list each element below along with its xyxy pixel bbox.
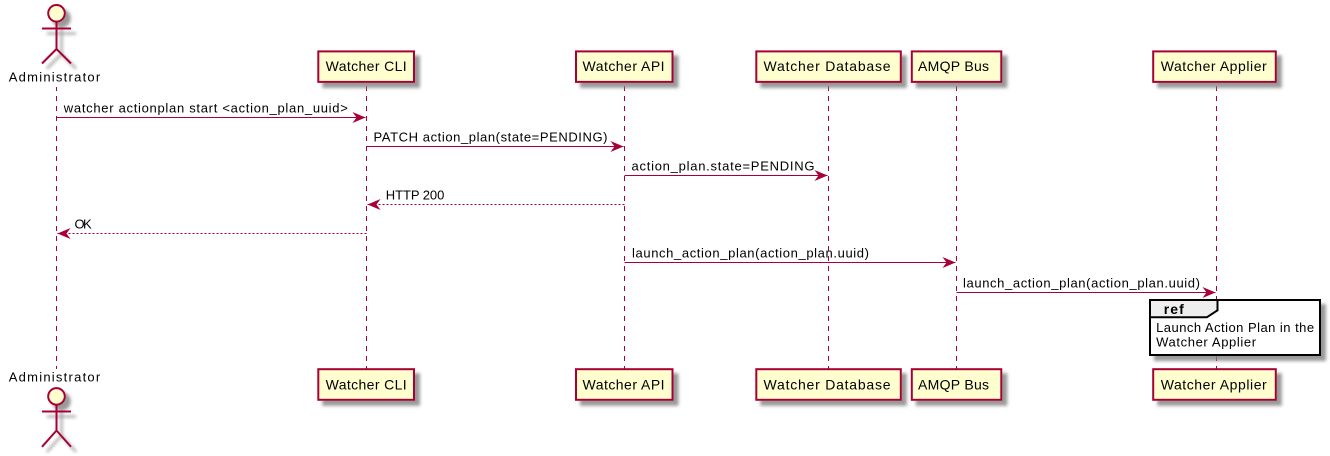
svg-text:launch_action_plan(action_plan: launch_action_plan(action_plan.uuid) <box>963 275 1200 290</box>
svg-text:AMQP Bus: AMQP Bus <box>918 377 989 393</box>
svg-text:PATCH action_plan(state=PENDIN: PATCH action_plan(state=PENDING) <box>374 129 608 144</box>
svg-text:HTTP 200: HTTP 200 <box>386 187 445 202</box>
svg-text:Watcher Applier: Watcher Applier <box>1156 334 1257 349</box>
svg-text:Watcher Database: Watcher Database <box>764 58 891 74</box>
svg-text:launch_action_plan(action_plan: launch_action_plan(action_plan.uuid) <box>632 245 869 260</box>
svg-text:Watcher Applier: Watcher Applier <box>1161 58 1267 74</box>
svg-text:Watcher Applier: Watcher Applier <box>1161 377 1267 393</box>
svg-text:Launch Action Plan in the: Launch Action Plan in the <box>1156 320 1314 335</box>
svg-text:Watcher CLI: Watcher CLI <box>326 58 407 74</box>
svg-text:Watcher CLI: Watcher CLI <box>326 377 407 393</box>
svg-text:ref: ref <box>1164 301 1184 317</box>
svg-text:Watcher Database: Watcher Database <box>764 377 891 393</box>
svg-text:OK: OK <box>75 216 93 231</box>
svg-text:Watcher API: Watcher API <box>583 58 665 74</box>
svg-text:Watcher API: Watcher API <box>583 377 665 393</box>
svg-text:AMQP Bus: AMQP Bus <box>918 58 989 74</box>
svg-text:watcher actionplan start <acti: watcher actionplan start <action_plan_uu… <box>63 100 348 115</box>
svg-text:action_plan.state=PENDING: action_plan.state=PENDING <box>632 158 815 173</box>
